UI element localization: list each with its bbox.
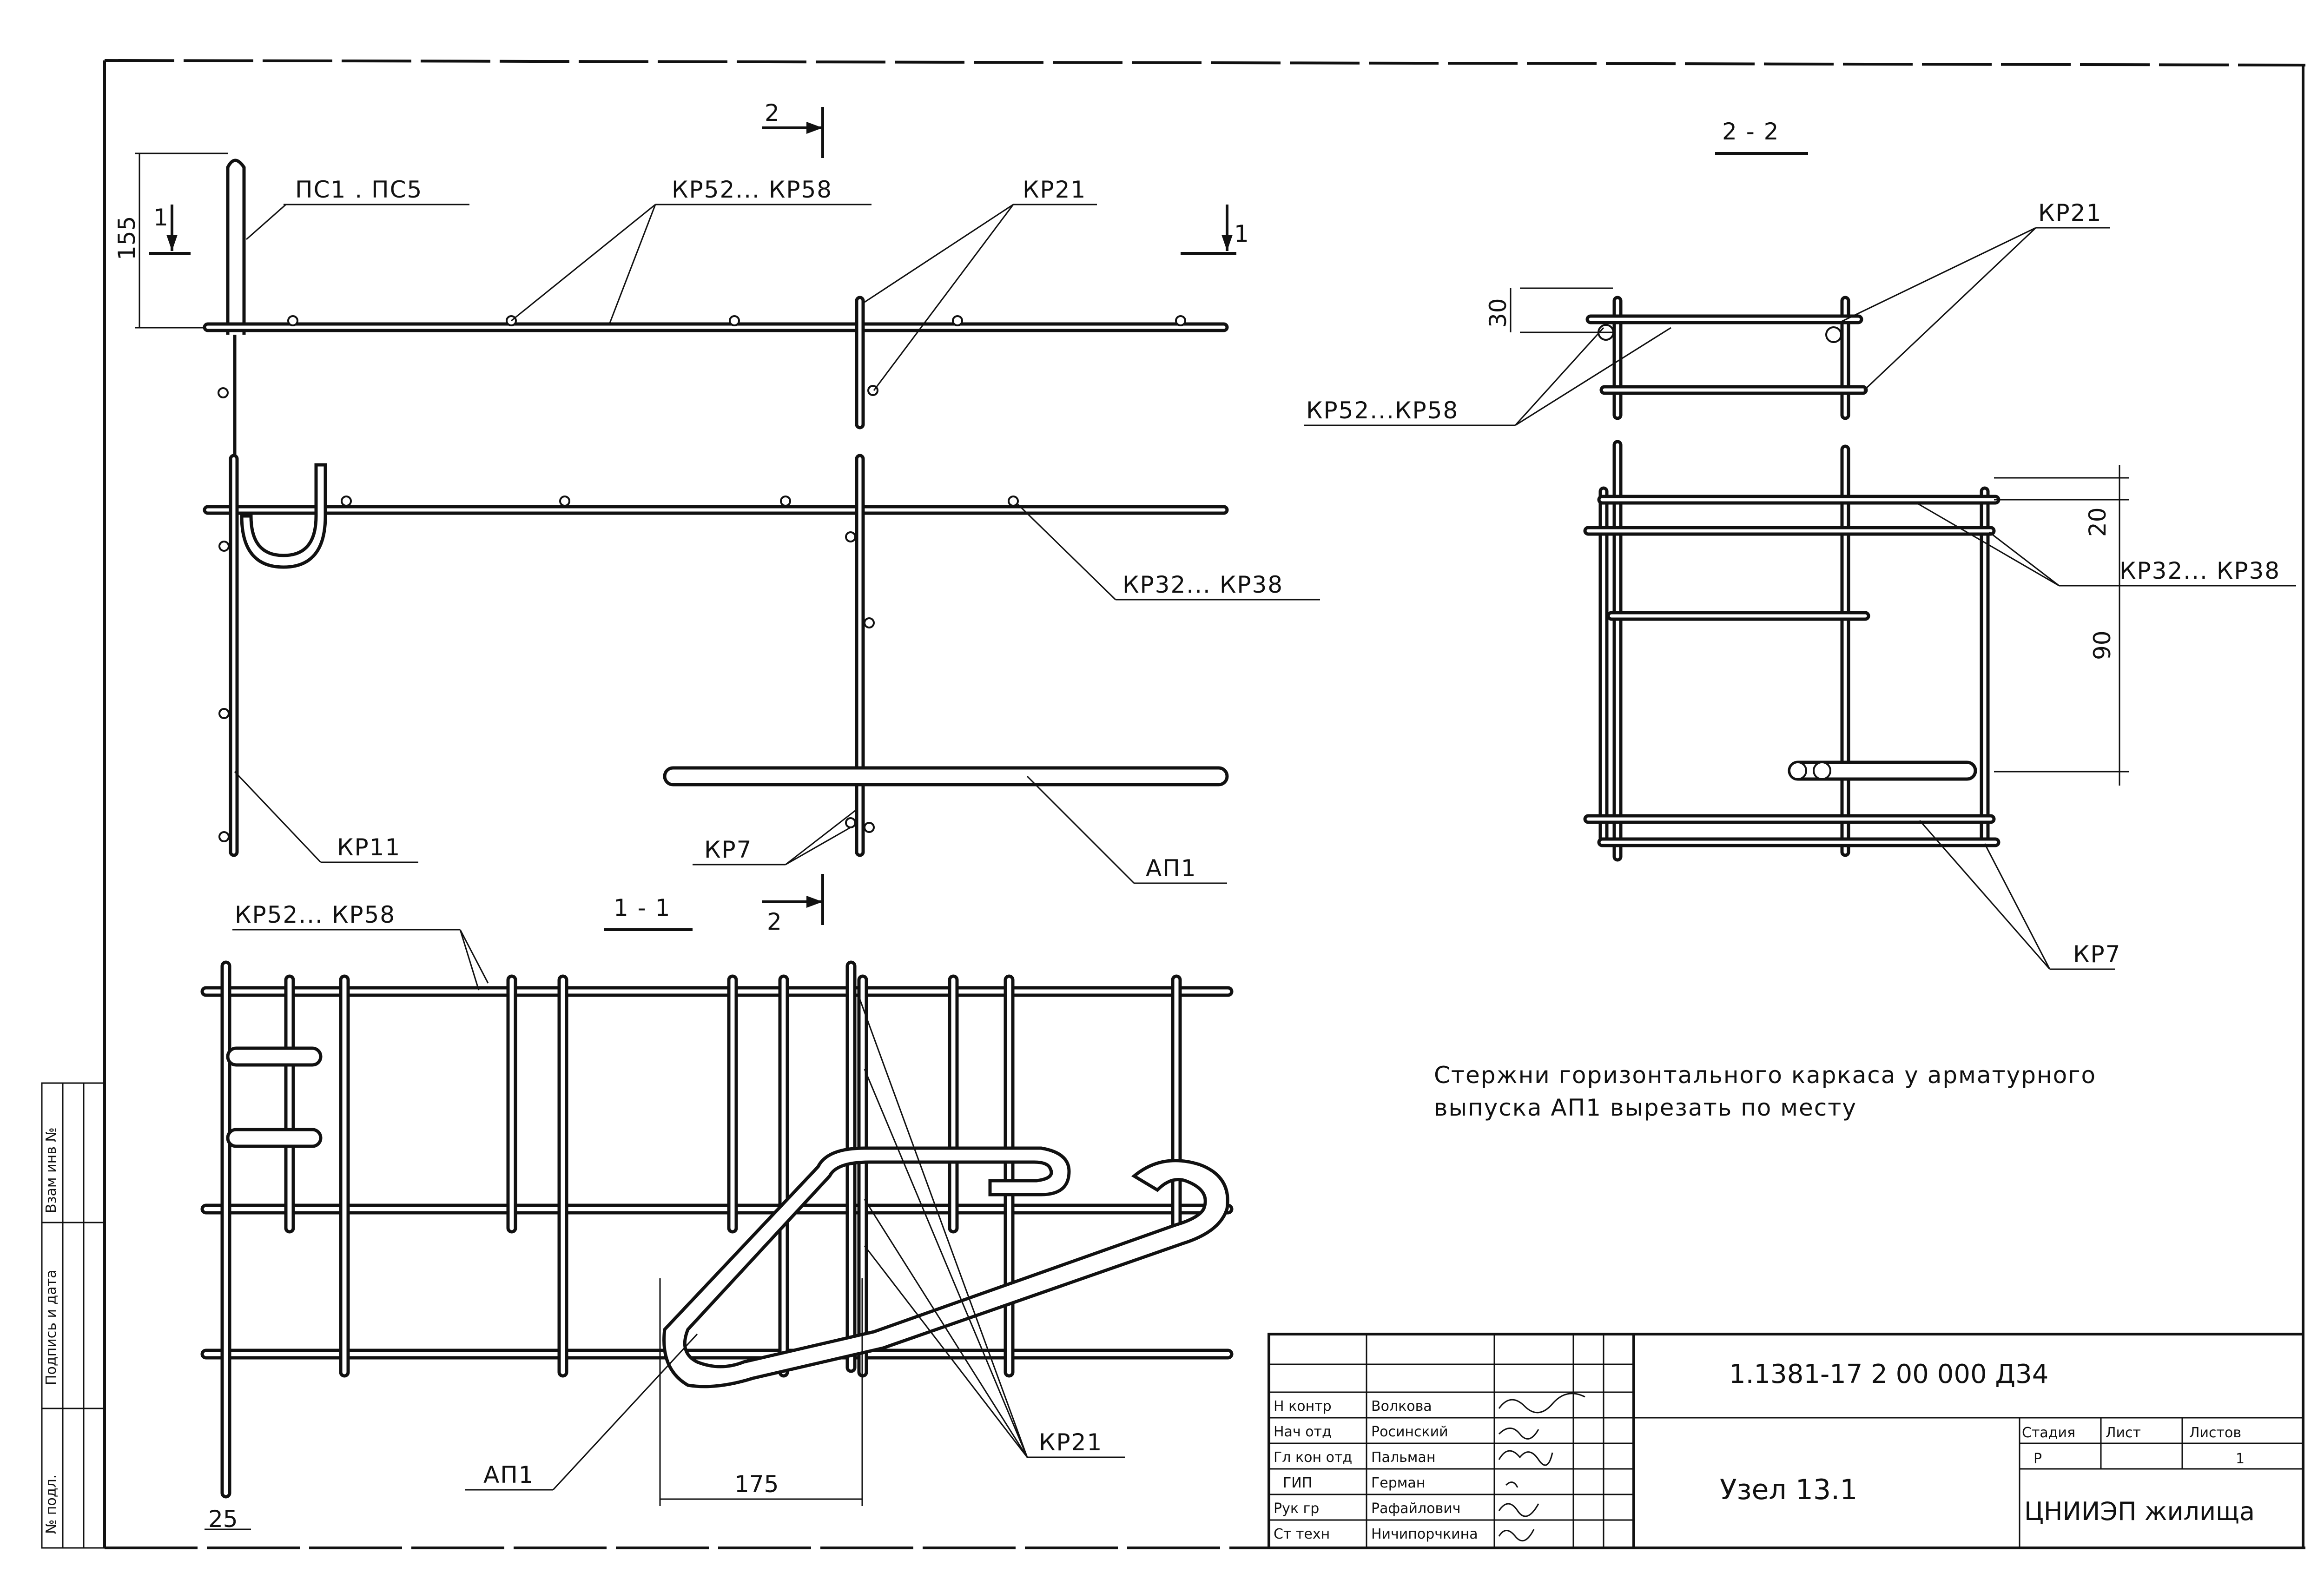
s11-bar-middle [200, 1203, 1234, 1215]
label-kr21-plan: КР21 [1023, 176, 1086, 203]
cutting-note: Стержни горизонтального каркаса у армату… [1434, 1062, 2096, 1121]
document-code: 1.1381-17 2 00 000 Д34 [1729, 1359, 2048, 1389]
plan-view: 2 2 1 1 155 ПС1 . ПС5 КР52... КР58 КР21 … [113, 99, 1320, 935]
label-kr52-plan: КР52... КР58 [672, 176, 832, 203]
sheets-value: 1 [2236, 1451, 2245, 1467]
side-stamp-signature-date: Подпись и дата [43, 1270, 59, 1386]
signatures [1498, 1393, 1585, 1541]
stage-value: Р [2034, 1451, 2042, 1467]
kr21-bar-top [855, 296, 865, 430]
role-dept-head: Нач отд [1274, 1424, 1332, 1440]
cut-2-top-label: 2 [765, 99, 779, 126]
role-norm-control: Н контр [1274, 1398, 1332, 1415]
label-kr32-section22: КР32... КР38 [2119, 557, 2280, 584]
side-stamp-replace-inv: Взам инв № [43, 1127, 59, 1213]
u-hook [240, 463, 327, 569]
label-ps: ПС1 . ПС5 [295, 176, 423, 203]
dim-30: 30 [1485, 298, 1512, 328]
label-kr7-section22: КР7 [2073, 941, 2121, 968]
cut-2-bottom-label: 2 [767, 908, 782, 935]
kr32-bar [203, 505, 1229, 515]
section-2-2: 2 - 2 30 20 90 КР21 [1304, 118, 2296, 970]
note-line-1: Стержни горизонтального каркаса у армату… [1434, 1062, 2096, 1089]
label-kr21-section22: КР21 [2038, 199, 2102, 226]
label-ap1-section11: АП1 [483, 1461, 535, 1488]
name-rosinsky: Росинский [1371, 1424, 1448, 1440]
section-1-1: 1 - 1 КР52... КР58 КР21 [200, 894, 1234, 1533]
cut-1-right-label: 1 [1234, 220, 1249, 247]
stage-header: Стадия [2022, 1425, 2075, 1441]
name-german: Герман [1371, 1475, 1425, 1491]
label-kr32-plan: КР32... КР38 [1122, 571, 1283, 598]
organization: ЦНИИЭП жилища [2024, 1497, 2255, 1526]
sheet-header: Лист [2106, 1425, 2141, 1441]
ap1-outlet-section [662, 1146, 1229, 1388]
role-chief-designer: Гл кон отд [1274, 1449, 1352, 1466]
s11-bar-top [200, 986, 1234, 997]
section-1-1-title: 1 - 1 [614, 894, 671, 921]
kr11-bar [229, 454, 239, 857]
sheets-header: Листов [2189, 1425, 2241, 1441]
role-senior-tech: Ст техн [1274, 1526, 1330, 1542]
note-line-2: выпуска АП1 вырезать по месту [1434, 1094, 1857, 1121]
title-block: Н контр Нач отд Гл кон отд ГИП Рук гр Ст… [1268, 1333, 2304, 1549]
cut-1-left-label: 1 [153, 204, 168, 231]
name-volkova: Волкова [1371, 1398, 1432, 1415]
sheet-frame [103, 59, 2306, 1549]
label-kr11: КР11 [337, 834, 401, 861]
side-stamp: Взам инв № Подпись и дата № подл. [41, 1082, 106, 1549]
drawing-title: Узел 13.1 [1720, 1474, 1857, 1506]
label-kr21-section11: КР21 [1039, 1429, 1103, 1456]
ap1-outlet-plan [663, 766, 1229, 787]
ps-hook-bar [226, 159, 246, 335]
dim-20: 20 [2084, 507, 2111, 537]
section-2-2-title: 2 - 2 [1722, 118, 1779, 145]
s11-bar-bottom [200, 1348, 1234, 1360]
label-kr52-section11: КР52... КР58 [235, 901, 396, 928]
name-palman: Пальман [1371, 1449, 1435, 1466]
role-group-lead: Рук гр [1274, 1500, 1319, 1517]
name-nichiporchkina: Ничипорчкина [1371, 1526, 1478, 1542]
role-gip: ГИП [1283, 1475, 1312, 1491]
kr7-bar [855, 454, 865, 857]
kr52-bar-top [203, 322, 1229, 332]
dim-155: 155 [113, 216, 140, 260]
dim-175: 175 [734, 1471, 779, 1498]
label-kr52-section22: КР52...КР58 [1306, 397, 1459, 424]
dim-25: 25 [208, 1506, 238, 1533]
side-stamp-original-no: № подл. [43, 1474, 59, 1534]
label-kr7-plan: КР7 [704, 836, 752, 863]
name-rafailovich: Рафайлович [1371, 1500, 1460, 1517]
dim-90: 90 [2089, 630, 2116, 660]
label-ap1-plan: АП1 [1146, 855, 1197, 882]
